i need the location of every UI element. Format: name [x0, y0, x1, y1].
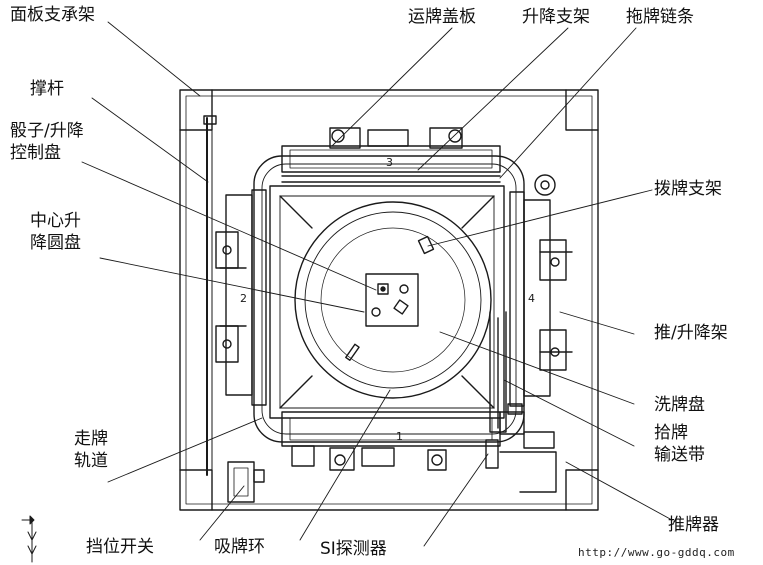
- label-lift-frame: 升降支架: [522, 7, 590, 27]
- label-dice-lift-disc: 骰子/升降 控制盘: [10, 121, 84, 163]
- label-card-cover: 运牌盖板: [408, 7, 476, 27]
- shuffle-disc: [294, 201, 492, 399]
- label-stop-switch: 挡位开关: [86, 537, 154, 557]
- label-pick-frame: 拨牌支架: [654, 179, 722, 199]
- label-push-lift-frame: 推/升降架: [654, 323, 728, 343]
- left-side-assembly: [215, 189, 267, 406]
- label-shuffle-disc: 洗牌盘: [654, 395, 705, 415]
- side-number-3: 3: [386, 156, 393, 169]
- label-pickup-belt: 拾牌 输送带: [654, 423, 705, 465]
- card-track: [253, 155, 525, 443]
- label-si-detector: SI探测器: [320, 539, 387, 559]
- side-number-2: 2: [240, 292, 247, 305]
- label-panel-support: 面板支承架: [10, 5, 95, 25]
- stop-switch: [227, 461, 265, 503]
- label-suction-ring: 吸牌环: [214, 537, 265, 557]
- side-number-1: 1: [396, 430, 403, 443]
- corner-marker-icon: [21, 515, 37, 563]
- label-pusher: 推牌器: [668, 515, 719, 535]
- pickup-belt: [489, 311, 507, 433]
- bottom-assembly: [281, 411, 501, 471]
- side-number-4: 4: [528, 292, 535, 305]
- center-lift-disc: [365, 273, 419, 327]
- watermark-url: http://www.go-gddq.com: [578, 546, 735, 559]
- pusher-unit: [485, 403, 557, 493]
- label-drag-chain: 拖牌链条: [626, 7, 694, 27]
- leader-lines: [81, 21, 673, 547]
- top-cover: [281, 127, 501, 183]
- right-side-assembly: [509, 174, 573, 407]
- label-strut: 撑杆: [30, 79, 64, 99]
- pick-bracket: [345, 235, 435, 361]
- label-track: 走牌 轨道: [74, 429, 108, 471]
- label-center-lift-disc: 中心升 降圆盘: [30, 211, 81, 253]
- strut: [203, 115, 217, 476]
